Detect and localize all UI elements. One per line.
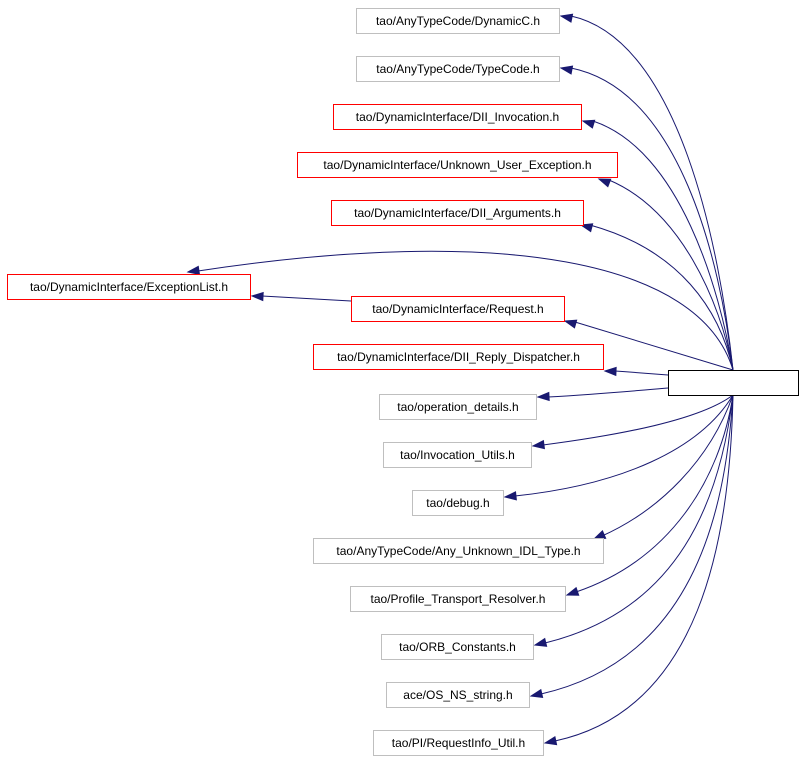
node-label: tao/PI/RequestInfo_Util.h xyxy=(392,736,525,750)
edge-dii-invocation-cpp-to-tao-debug-h xyxy=(514,394,734,497)
arrowhead xyxy=(603,366,617,377)
node-box xyxy=(333,104,582,130)
edge-dii-invocation-cpp-to-tao-anytypecode-typecode-h xyxy=(570,67,734,371)
node-label: DII_Invocation.cpp xyxy=(684,376,784,390)
node-label: tao/DynamicInterface/ExceptionList.h xyxy=(30,280,228,294)
include-node-tao-profile-transport-resolver-h[interactable]: tao/Profile_Transport_Resolver.h xyxy=(350,586,566,612)
include-node-tao-invocation-utils-h[interactable]: tao/Invocation_Utils.h xyxy=(383,442,532,468)
edge-dii-invocation-cpp-to-ace-os-ns-string-h xyxy=(540,394,734,695)
include-node-tao-anytypecode-any-unknown-idl-type-h[interactable]: tao/AnyTypeCode/Any_Unknown_IDL_Type.h xyxy=(313,538,604,564)
node-box xyxy=(350,586,566,612)
arrowhead xyxy=(250,291,264,302)
node-box xyxy=(351,296,565,322)
edge-dii-invocation-cpp-to-tao-anytypecode-any-unknown-idl-type-h xyxy=(601,394,734,537)
edge-dii-invocation-cpp-to-tao-invocation-utils-h xyxy=(542,394,734,446)
edge-dii-invocation-cpp-to-tao-dynamicinterface-dii-arguments-h xyxy=(589,224,734,371)
node-label: tao/DynamicInterface/DII_Reply_Dispatche… xyxy=(337,350,580,364)
edge-dii-invocation-cpp-to-tao-anytypecode-dynamicc-h xyxy=(570,15,734,371)
edge-dii-invocation-cpp-to-tao-operation-details-h xyxy=(547,387,669,398)
node-label: tao/DynamicInterface/DII_Arguments.h xyxy=(354,206,561,220)
include-node-tao-debug-h[interactable]: tao/debug.h xyxy=(412,490,504,516)
edges-layer xyxy=(186,13,734,746)
edge-tao-dynamicinterface-request-h-to-tao-dynamicinterface-exceptionlist-h xyxy=(261,295,352,302)
arrowhead xyxy=(186,265,201,275)
node-box xyxy=(7,274,251,300)
arrowhead xyxy=(581,119,596,129)
arrowhead xyxy=(563,319,578,329)
include-node-tao-dynamicinterface-unknown-user-exception-h[interactable]: tao/DynamicInterface/Unknown_User_Except… xyxy=(297,152,618,178)
include-node-tao-dynamicinterface-dii-reply-dispatcher-h[interactable]: tao/DynamicInterface/DII_Reply_Dispatche… xyxy=(313,344,604,370)
arrowhead xyxy=(529,688,544,699)
node-label: tao/AnyTypeCode/TypeCode.h xyxy=(376,62,539,76)
arrowhead xyxy=(565,586,580,596)
node-label: ace/OS_NS_string.h xyxy=(403,688,512,702)
node-label: tao/DynamicInterface/Request.h xyxy=(372,302,543,316)
node-box xyxy=(381,634,534,660)
node-box xyxy=(297,152,618,178)
root-node-dii-invocation-cpp[interactable]: DII_Invocation.cpp xyxy=(668,370,799,396)
arrowhead xyxy=(543,735,558,746)
node-label: tao/AnyTypeCode/DynamicC.h xyxy=(376,14,540,28)
node-box xyxy=(668,370,799,396)
include-node-tao-anytypecode-dynamicc-h[interactable]: tao/AnyTypeCode/DynamicC.h xyxy=(356,8,560,34)
node-box xyxy=(313,538,604,564)
node-label: tao/DynamicInterface/DII_Invocation.h xyxy=(356,110,559,124)
include-node-tao-dynamicinterface-exceptionlist-h[interactable]: tao/DynamicInterface/ExceptionList.h xyxy=(7,274,251,300)
arrowhead xyxy=(597,178,612,188)
include-node-ace-os-ns-string-h[interactable]: ace/OS_NS_string.h xyxy=(386,682,530,708)
edge-dii-invocation-cpp-to-tao-dynamicinterface-dii-reply-dispatcher-h xyxy=(614,370,669,376)
node-box xyxy=(313,344,604,370)
edge-dii-invocation-cpp-to-tao-profile-transport-resolver-h xyxy=(575,394,734,593)
node-box xyxy=(373,730,544,756)
edge-dii-invocation-cpp-to-tao-pi-requestinfo-util-h xyxy=(554,394,734,742)
node-box xyxy=(331,200,584,226)
node-box xyxy=(356,56,560,82)
node-label: tao/operation_details.h xyxy=(397,400,518,414)
include-node-tao-dynamicinterface-dii-invocation-h[interactable]: tao/DynamicInterface/DII_Invocation.h xyxy=(333,104,582,130)
arrowhead xyxy=(503,491,517,501)
arrowhead xyxy=(533,637,548,647)
node-box xyxy=(383,442,532,468)
node-label: tao/Invocation_Utils.h xyxy=(400,448,515,462)
node-label: tao/debug.h xyxy=(426,496,489,510)
edge-dii-invocation-cpp-to-tao-dynamicinterface-exceptionlist-h xyxy=(197,250,734,371)
nodes-layer: tao/AnyTypeCode/DynamicC.h tao/AnyTypeCod… xyxy=(7,8,799,756)
arrowhead xyxy=(531,439,546,450)
node-label: tao/Profile_Transport_Resolver.h xyxy=(371,592,546,606)
edge-dii-invocation-cpp-to-tao-orb-constants-h xyxy=(544,394,734,644)
node-label: tao/DynamicInterface/Unknown_User_Except… xyxy=(323,158,591,172)
include-node-tao-orb-constants-h[interactable]: tao/ORB_Constants.h xyxy=(381,634,534,660)
node-box xyxy=(379,394,537,420)
arrowhead xyxy=(592,530,607,540)
include-node-tao-pi-requestinfo-util-h[interactable]: tao/PI/RequestInfo_Util.h xyxy=(373,730,544,756)
node-box xyxy=(386,682,530,708)
include-node-tao-anytypecode-typecode-h[interactable]: tao/AnyTypeCode/TypeCode.h xyxy=(356,56,560,82)
node-label: tao/ORB_Constants.h xyxy=(399,640,516,654)
node-box xyxy=(412,490,504,516)
node-label: tao/AnyTypeCode/Any_Unknown_IDL_Type.h xyxy=(336,544,580,558)
arrowhead xyxy=(536,391,550,402)
arrowhead xyxy=(559,65,574,75)
include-node-tao-dynamicinterface-request-h[interactable]: tao/DynamicInterface/Request.h xyxy=(351,296,565,322)
edge-dii-invocation-cpp-to-tao-dynamicinterface-dii-invocation-h xyxy=(592,120,734,371)
include-node-tao-operation-details-h[interactable]: tao/operation_details.h xyxy=(379,394,537,420)
arrowhead xyxy=(559,13,574,23)
edge-dii-invocation-cpp-to-tao-dynamicinterface-unknown-user-exception-h xyxy=(608,179,734,371)
edge-dii-invocation-cpp-to-tao-dynamicinterface-request-h xyxy=(574,321,734,371)
include-node-tao-dynamicinterface-dii-arguments-h[interactable]: tao/DynamicInterface/DII_Arguments.h xyxy=(331,200,584,226)
node-box xyxy=(356,8,560,34)
